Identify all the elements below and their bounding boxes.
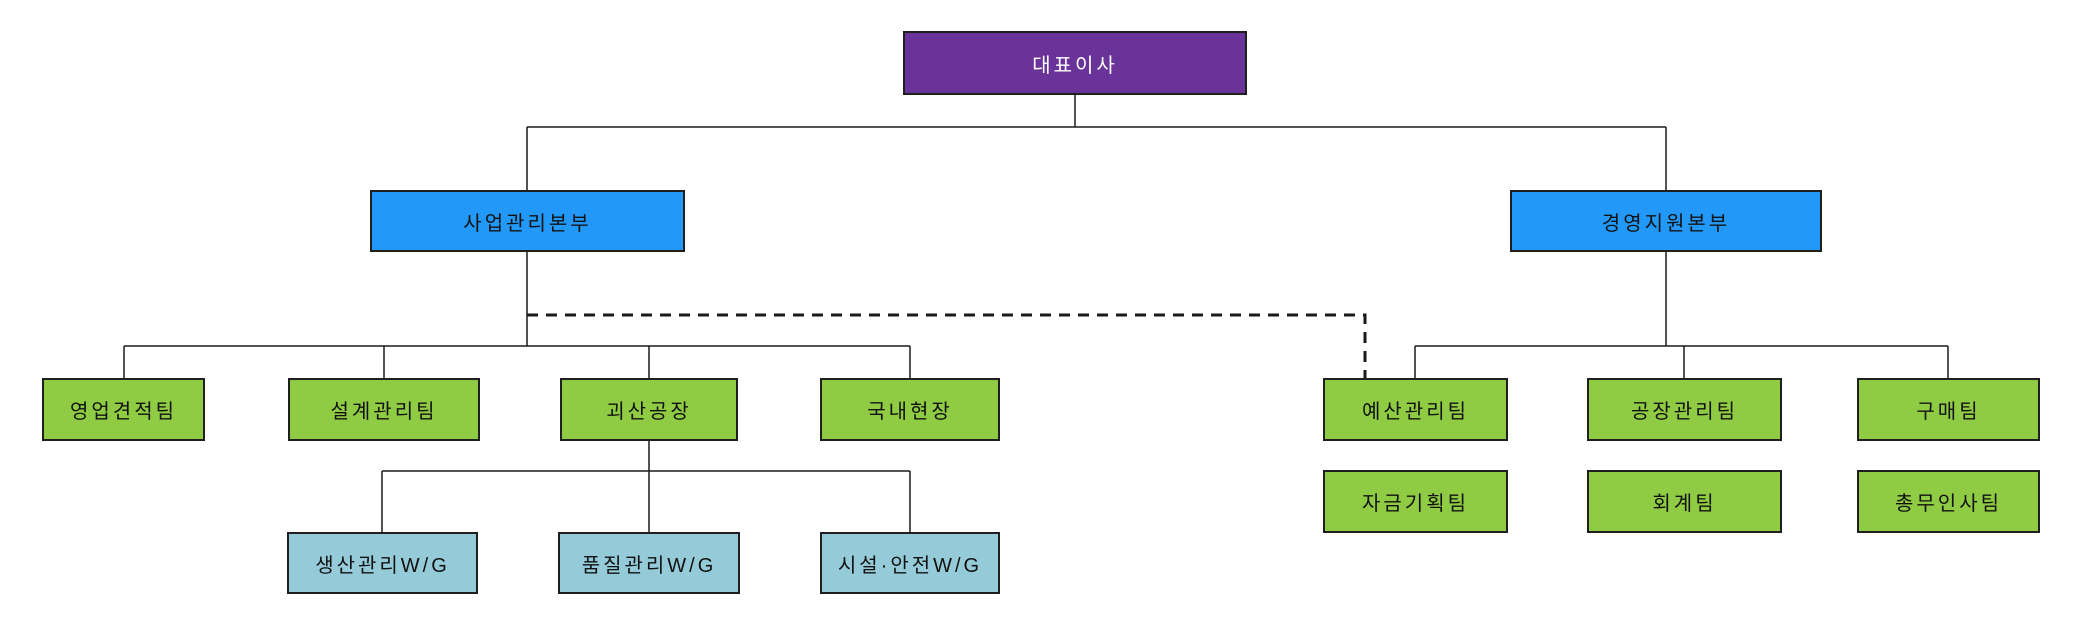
org-node-label: 국내현장 [867,401,953,423]
org-node-business-division: 사업관리본부 [370,190,685,252]
org-node-label: 자금기획팀 [1362,493,1469,515]
org-node-general-affairs-hr-team: 총무인사팀 [1857,470,2040,533]
org-node-domestic-site: 국내현장 [820,378,1000,441]
org-node-label: 대표이사 [1032,54,1118,77]
org-node-accounting-team: 회계팀 [1587,470,1782,533]
org-node-label: 괴산공장 [606,401,692,423]
org-node-label: 총무인사팀 [1895,493,2002,515]
org-node-label: 회계팀 [1652,493,1717,515]
org-node-goesan-plant: 괴산공장 [560,378,738,441]
org-node-label: 사업관리본부 [463,212,592,235]
org-node-label: 품질관리W/G [581,554,717,577]
org-node-label: 생산관리W/G [315,554,450,577]
org-node-label: 시설·안전W/G [837,554,983,577]
org-node-label: 경영지원본부 [1601,212,1731,235]
org-node-finance-planning-team: 자금기획팀 [1323,470,1508,533]
org-node-quality-workgroup: 품질관리W/G [558,532,740,594]
org-node-budget-management-team: 예산관리팀 [1323,378,1508,441]
org-node-ceo: 대표이사 [903,31,1247,95]
org-node-label: 예산관리팀 [1362,401,1469,423]
org-node-design-management-team: 설계관리팀 [288,378,480,441]
org-node-facility-safety-workgroup: 시설·안전W/G [820,532,1000,594]
org-node-factory-management-team: 공장관리팀 [1587,378,1782,441]
org-node-support-division: 경영지원본부 [1510,190,1822,252]
org-node-purchasing-team: 구매팀 [1857,378,2040,441]
org-node-sales-estimate-team: 영업견적팀 [42,378,205,441]
org-node-label: 영업견적팀 [70,401,177,423]
org-node-label: 설계관리팀 [330,401,438,423]
org-node-label: 공장관리팀 [1631,401,1738,423]
connector-dashed-business-budget [527,313,1367,378]
org-node-production-workgroup: 생산관리W/G [287,532,478,594]
org-node-label: 구매팀 [1916,401,1981,423]
